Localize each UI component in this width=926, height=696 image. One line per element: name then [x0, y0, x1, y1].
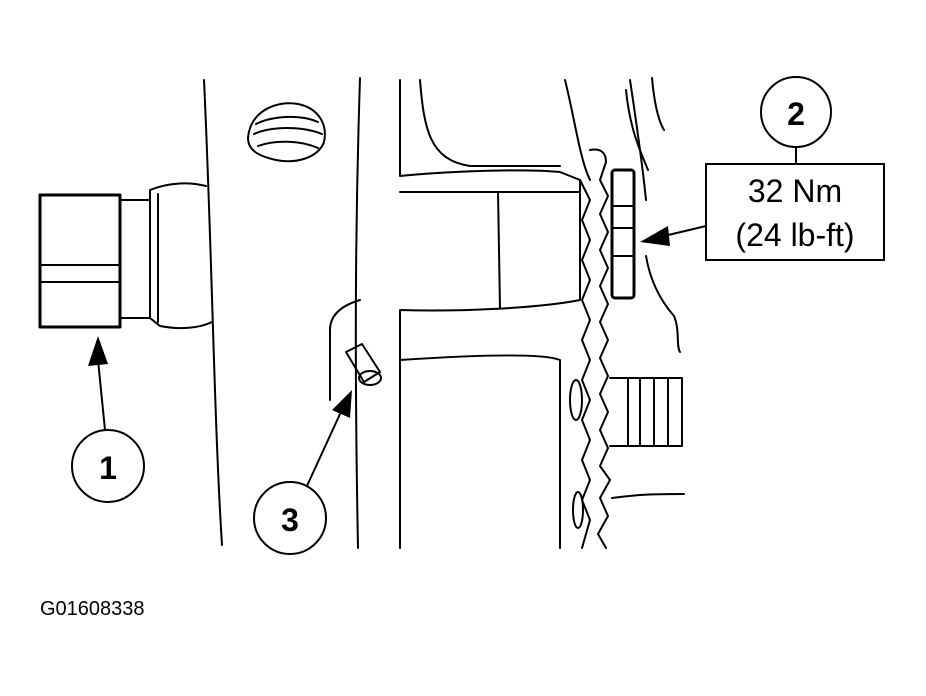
torque-spec-metric: 32 Nm	[748, 173, 842, 209]
bolt-assembly	[38, 182, 213, 330]
callout-3: 3	[253, 390, 352, 555]
right-stub	[609, 377, 685, 499]
housing-edge-left	[203, 79, 223, 546]
torque-spec-imperial: (24 lb-ft)	[735, 217, 854, 253]
callout-1: 1	[71, 336, 145, 503]
callout-number: 2	[787, 96, 805, 132]
callout-number: 1	[99, 450, 117, 486]
figure-id: G01608338	[40, 598, 145, 620]
background-line	[629, 79, 647, 201]
callout-2: 2 32 Nm (24 lb-ft)	[640, 76, 885, 261]
background-line	[651, 77, 665, 131]
background-line	[625, 89, 649, 171]
arrow-head	[332, 390, 352, 418]
casting-body	[329, 79, 591, 549]
dowel-pin	[345, 343, 382, 386]
bolt-shank	[119, 182, 213, 330]
torque-spec-box	[705, 163, 885, 261]
plug-dome	[247, 102, 326, 163]
timing-chain	[569, 148, 611, 549]
bolt-head	[38, 193, 122, 329]
arrow-head	[640, 226, 670, 246]
arrow-head	[88, 336, 108, 366]
callout-number: 3	[281, 502, 299, 538]
callout-circle	[71, 429, 145, 503]
callout-circle	[253, 481, 327, 555]
background-line	[645, 255, 681, 353]
housing-edge-inner	[354, 77, 361, 549]
guide-bolt	[610, 168, 636, 300]
